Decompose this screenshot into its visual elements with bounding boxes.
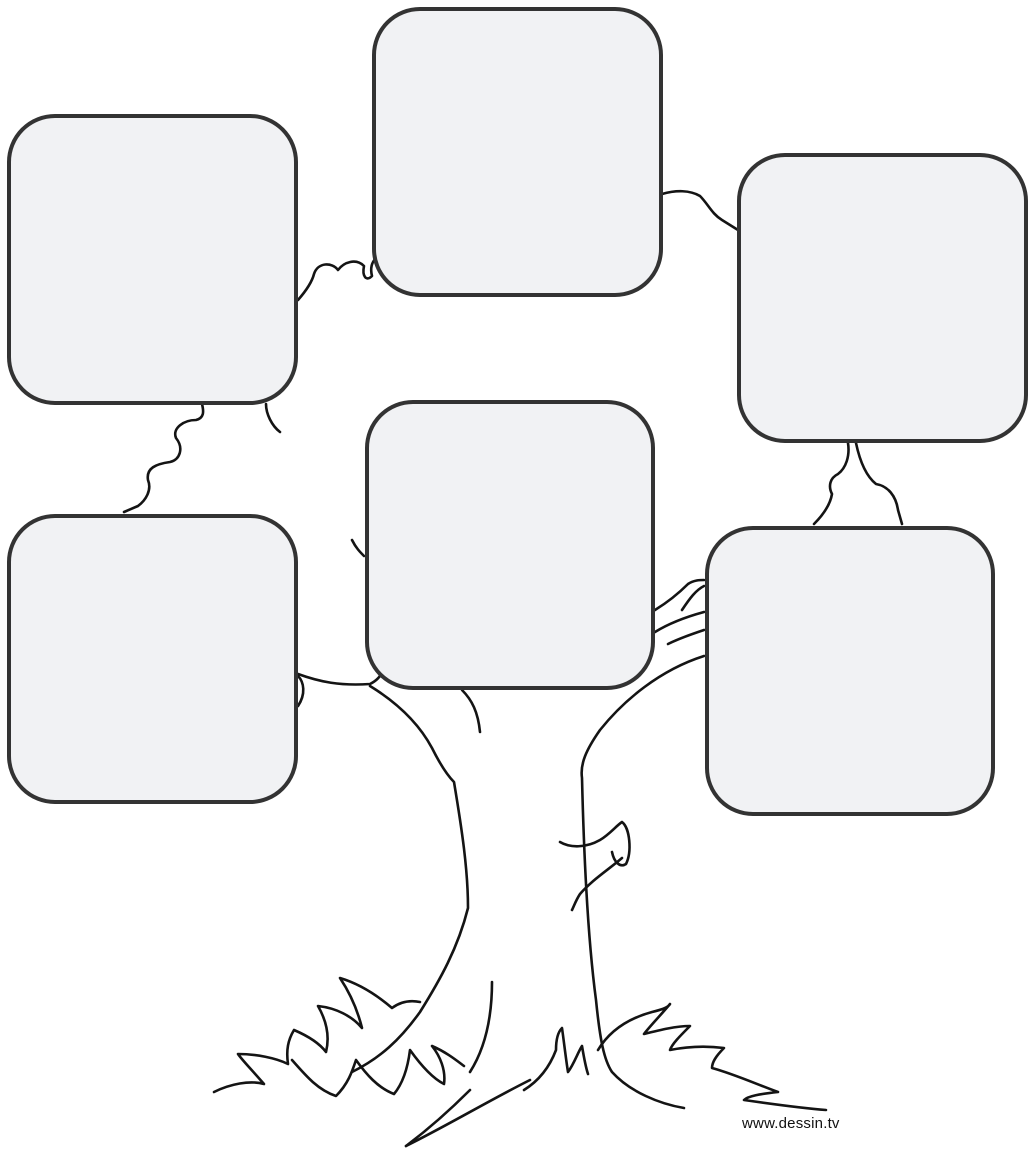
canopy-outline-right xyxy=(812,441,850,526)
grass-right xyxy=(596,1002,828,1112)
branch-right-2 xyxy=(653,610,706,634)
family-member-box-right-lower[interactable] xyxy=(705,526,995,816)
canopy-stub-center-left xyxy=(350,538,366,558)
root-left-2 xyxy=(404,1078,532,1148)
trunk-inner-line xyxy=(468,980,494,1074)
branch-right-3 xyxy=(666,628,706,646)
family-member-box-left-lower[interactable] xyxy=(7,514,298,804)
root-left-1 xyxy=(404,1088,472,1148)
grass-center xyxy=(522,1026,590,1092)
family-member-box-top-center[interactable] xyxy=(372,7,663,297)
canopy-outline-top-right xyxy=(660,189,740,232)
branch-center-stub xyxy=(460,688,482,734)
branch-left xyxy=(296,668,386,686)
trunk-right-edge xyxy=(580,654,706,1110)
branch-right-1 xyxy=(653,578,706,612)
canopy-outline-left xyxy=(122,402,205,514)
trunk-left-edge xyxy=(350,684,470,1074)
branch-right-4 xyxy=(680,584,706,612)
family-member-box-center[interactable] xyxy=(365,400,655,690)
family-member-box-left-upper[interactable] xyxy=(7,114,298,405)
trunk-knot xyxy=(558,820,631,867)
branch-left-knot xyxy=(296,674,305,708)
family-member-box-right-upper[interactable] xyxy=(737,153,1028,443)
grass-left-2 xyxy=(290,1044,466,1098)
watermark-text: www.dessin.tv xyxy=(742,1115,840,1132)
trunk-knot-branch xyxy=(570,856,624,912)
grass-left xyxy=(212,976,422,1094)
canopy-outline-top-left xyxy=(296,256,378,302)
canopy-stub-left xyxy=(264,402,282,434)
canopy-outline-right-2 xyxy=(854,441,904,526)
